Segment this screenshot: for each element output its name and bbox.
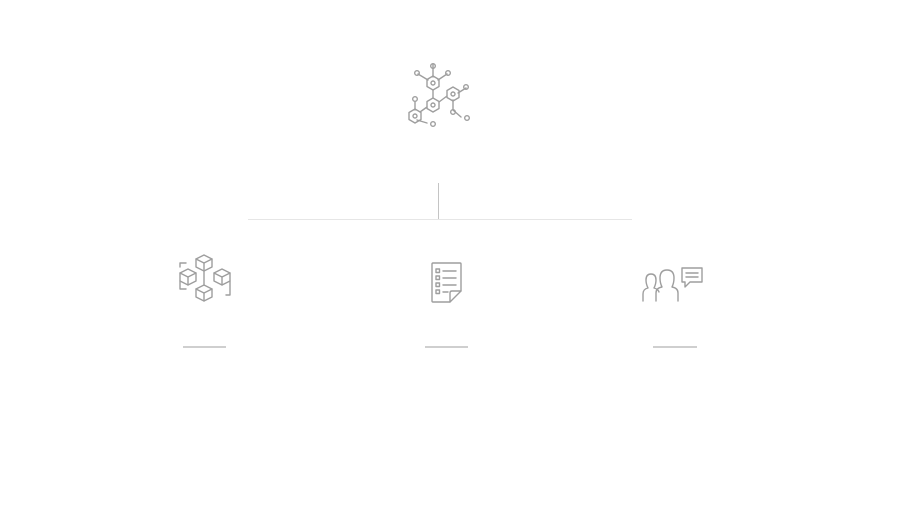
root-node (403, 60, 475, 132)
molecule-network-icon (408, 63, 471, 128)
child-node-2-label (366, 322, 526, 336)
child-node-2-underline (425, 346, 468, 348)
child-node-3-underline (653, 346, 697, 348)
child-node-3 (640, 265, 706, 303)
child-node-1 (178, 253, 232, 307)
checklist-document-icon (431, 262, 462, 303)
people-chat-icon (642, 267, 703, 302)
child-node-1-underline (183, 346, 226, 348)
blocks-network-icon (179, 254, 231, 302)
root-connector-line (438, 183, 439, 220)
child-node-1-label (124, 322, 284, 336)
child-node-2 (428, 261, 466, 305)
child-node-3-label (595, 322, 755, 336)
branch-connector-line (248, 219, 632, 220)
